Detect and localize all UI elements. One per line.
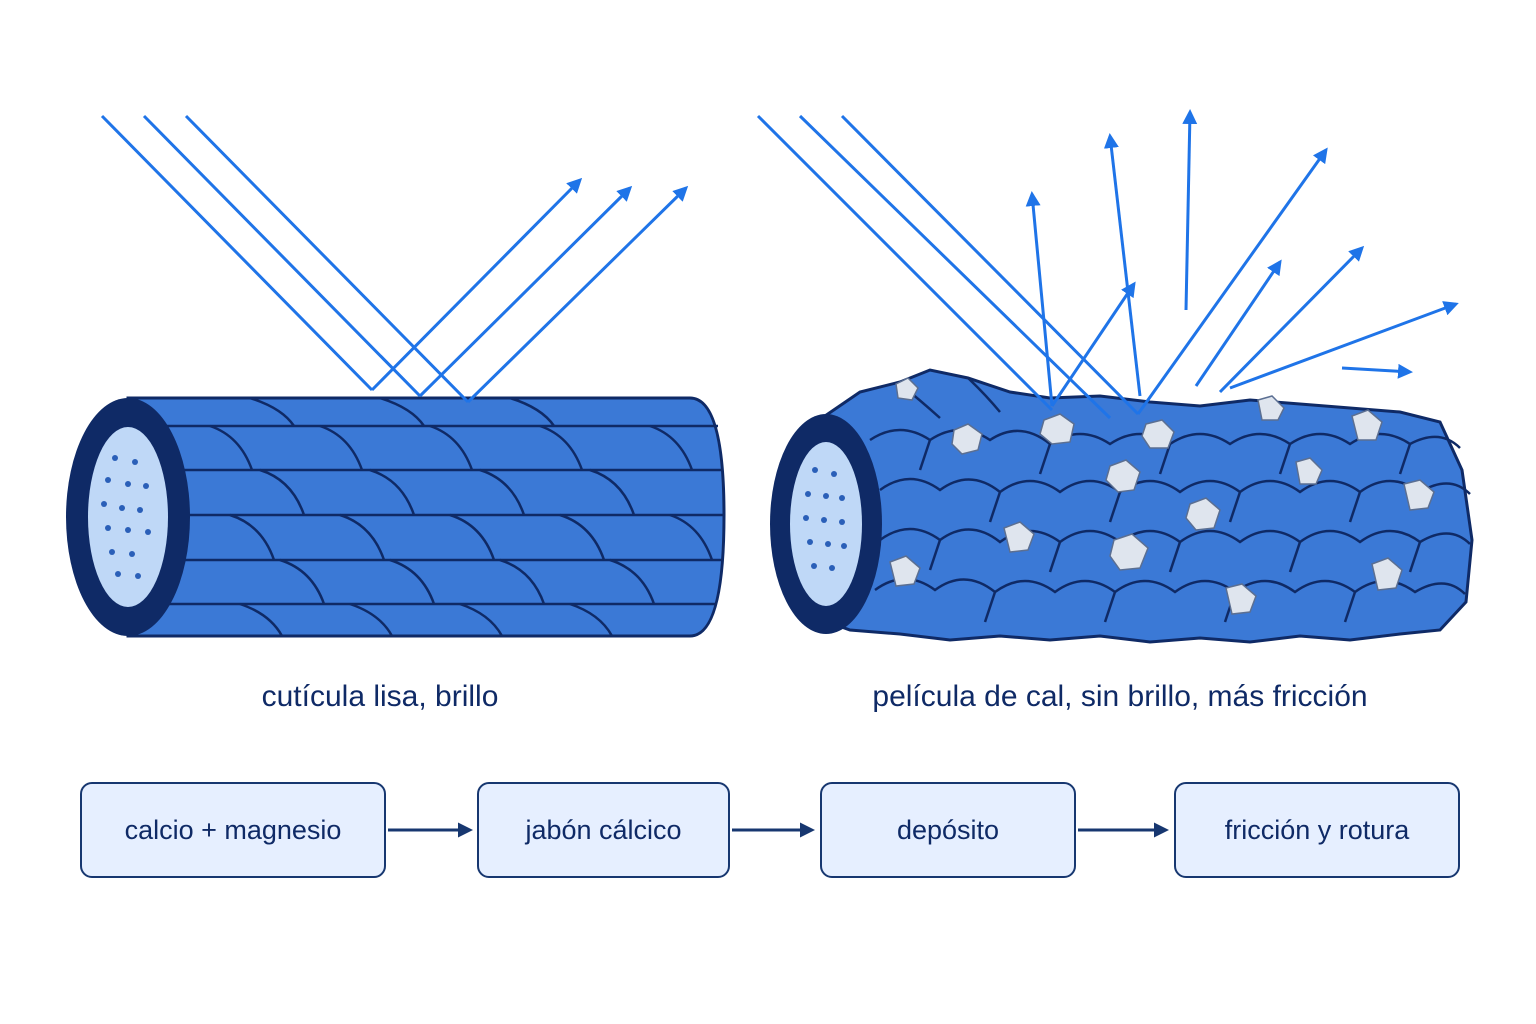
flow-step-calcium-soap: jabón cálcico	[477, 782, 730, 878]
hair-core	[88, 427, 168, 607]
flow-step-friction-breakage: fricción y rotura	[1174, 782, 1460, 878]
specular-rays	[100, 114, 689, 404]
hair-core	[790, 442, 862, 606]
rough-hair-strand	[770, 368, 1474, 644]
core-pores	[803, 467, 847, 571]
smooth-hair-panel	[66, 114, 726, 638]
cuticle-scale-lines	[150, 396, 724, 637]
lime-crystals	[889, 377, 1435, 615]
core-pores	[101, 455, 151, 579]
smooth-hair-strand	[66, 396, 726, 638]
rough-hair-panel	[756, 109, 1474, 644]
flow-step-deposit: depósito	[820, 782, 1076, 878]
smooth-hair-caption: cutícula lisa, brillo	[261, 680, 499, 713]
diffuse-rays	[756, 109, 1459, 420]
flow-step-calcium-magnesium: calcio + magnesio	[80, 782, 386, 878]
rough-hair-caption: película de cal, sin brillo, más fricció…	[872, 680, 1368, 713]
